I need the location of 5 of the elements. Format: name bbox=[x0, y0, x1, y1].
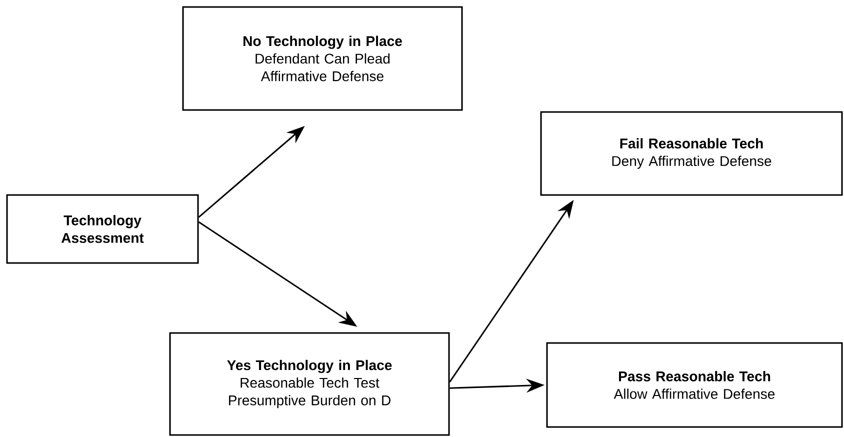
process-box: Fail Reasonable Tech Deny Affirmative Defense bbox=[540, 111, 843, 196]
process-box: No Technology in Place Defendant Can Plead Affirmative Defense bbox=[182, 6, 463, 111]
process-box: Technology Assessment bbox=[6, 194, 199, 264]
process-box: Pass Reasonable Tech Allow Affirmative Defense bbox=[546, 342, 843, 428]
process-box: Yes Technology in Place Reasonable Tech Test Presumptive Burden on D bbox=[169, 332, 450, 436]
